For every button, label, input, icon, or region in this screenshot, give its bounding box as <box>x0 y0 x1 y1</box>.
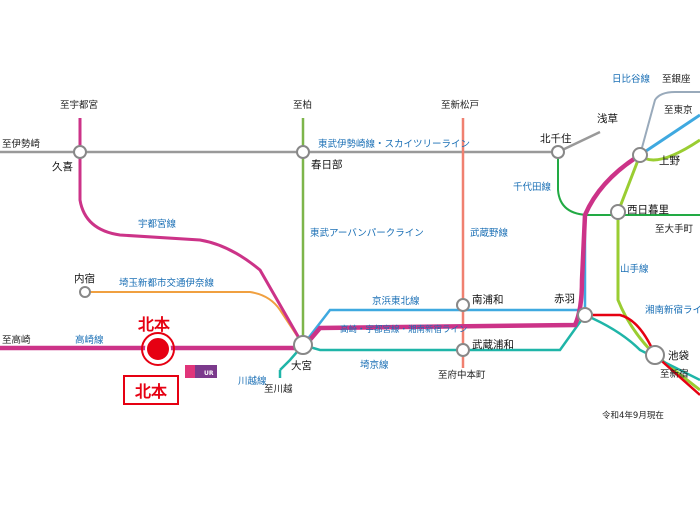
yamanote-line <box>616 138 700 392</box>
label-line-yamanote: 山手線 <box>620 263 649 275</box>
kitamoto-label-box <box>123 375 179 405</box>
label-asakusa: 浅草 <box>597 112 618 125</box>
label-line-hibiya: 日比谷線 <box>612 73 651 85</box>
dir-utsunomiya: 至宇都宮 <box>60 99 98 111</box>
label-line-urbanpark: 東武アーバンパークライン <box>310 227 424 239</box>
station-omiya[interactable] <box>293 335 313 355</box>
label-line-shonan: 湘南新宿ライン <box>645 304 700 316</box>
label-minamiurawa: 南浦和 <box>472 293 504 306</box>
station-ueno[interactable] <box>632 147 648 163</box>
ur-logo-icon <box>185 365 217 378</box>
label-musashiurawa: 武蔵浦和 <box>472 338 514 351</box>
label-line-isesaki: 東武伊勢崎線・スカイツリーライン <box>318 138 470 150</box>
saikyo-line <box>279 313 700 382</box>
dir-kashiwa: 至柏 <box>293 99 312 111</box>
dir-isesaki: 至伊勢崎 <box>2 138 41 150</box>
chiyoda-line <box>557 152 700 216</box>
label-kasukabe: 春日部 <box>311 158 343 171</box>
dir-ginza: 至銀座 <box>662 73 691 85</box>
label-line-chiyoda: 千代田線 <box>513 181 552 193</box>
station-kasukabe[interactable] <box>296 145 310 159</box>
date-note: 令和4年9月現在 <box>602 410 664 421</box>
takasaki-line <box>0 153 642 351</box>
dir-shinjuku: 至新宿 <box>660 368 689 380</box>
station-musashiurawa[interactable] <box>456 343 470 357</box>
dir-fuchu: 至府中本町 <box>438 369 486 381</box>
label-line-musashino: 武蔵野線 <box>470 227 509 239</box>
station-uchijuku[interactable] <box>79 286 91 298</box>
ur-logo-text: UR <box>204 370 214 377</box>
label-omiya: 大宮 <box>291 359 312 372</box>
label-line-combined: 高崎・宇都宮線・湘南新宿ライン <box>340 324 468 335</box>
dir-tokyo: 至東京 <box>664 104 693 116</box>
label-uchijuku: 内宿 <box>74 272 95 285</box>
label-ueno: 上野 <box>659 155 680 167</box>
isesaki-line <box>0 130 601 154</box>
label-ikebukuro: 池袋 <box>668 349 689 362</box>
label-kitasenju: 北千住 <box>540 132 572 145</box>
station-kitamoto[interactable] <box>141 332 175 366</box>
station-akabane[interactable] <box>577 307 593 323</box>
kitamoto-box-label: 北本 <box>135 382 167 401</box>
newshuttle-line <box>85 291 304 346</box>
dir-kawagoe: 至川越 <box>264 383 293 395</box>
station-kuki[interactable] <box>73 145 87 159</box>
station-minamiurawa[interactable] <box>456 298 470 312</box>
utsunomiya-line <box>78 118 305 346</box>
label-line-newshuttle: 埼玉新都市交通伊奈線 <box>119 277 215 289</box>
dir-shinmatsudo: 至新松戸 <box>441 99 479 111</box>
label-line-saikyo: 埼京線 <box>360 359 389 371</box>
kitamoto-title: 北本 <box>138 315 170 334</box>
station-nishinippori[interactable] <box>610 204 626 220</box>
label-akabane: 赤羽 <box>554 293 575 305</box>
hibiya-line <box>639 91 700 156</box>
label-line-takasaki: 高崎線 <box>75 334 104 346</box>
label-line-utsunomiya: 宇都宮線 <box>138 218 177 230</box>
station-ikebukuro[interactable] <box>645 345 665 365</box>
dir-otemachi: 至大手町 <box>655 223 694 235</box>
label-line-keihin: 京浜東北線 <box>372 295 420 307</box>
label-line-kawagoe: 川越線 <box>238 375 267 387</box>
station-kitasenju[interactable] <box>551 145 565 159</box>
label-kuki: 久喜 <box>52 160 73 173</box>
dir-takasaki: 至高崎 <box>2 334 31 346</box>
label-nishinippori: 西日暮里 <box>627 203 669 216</box>
